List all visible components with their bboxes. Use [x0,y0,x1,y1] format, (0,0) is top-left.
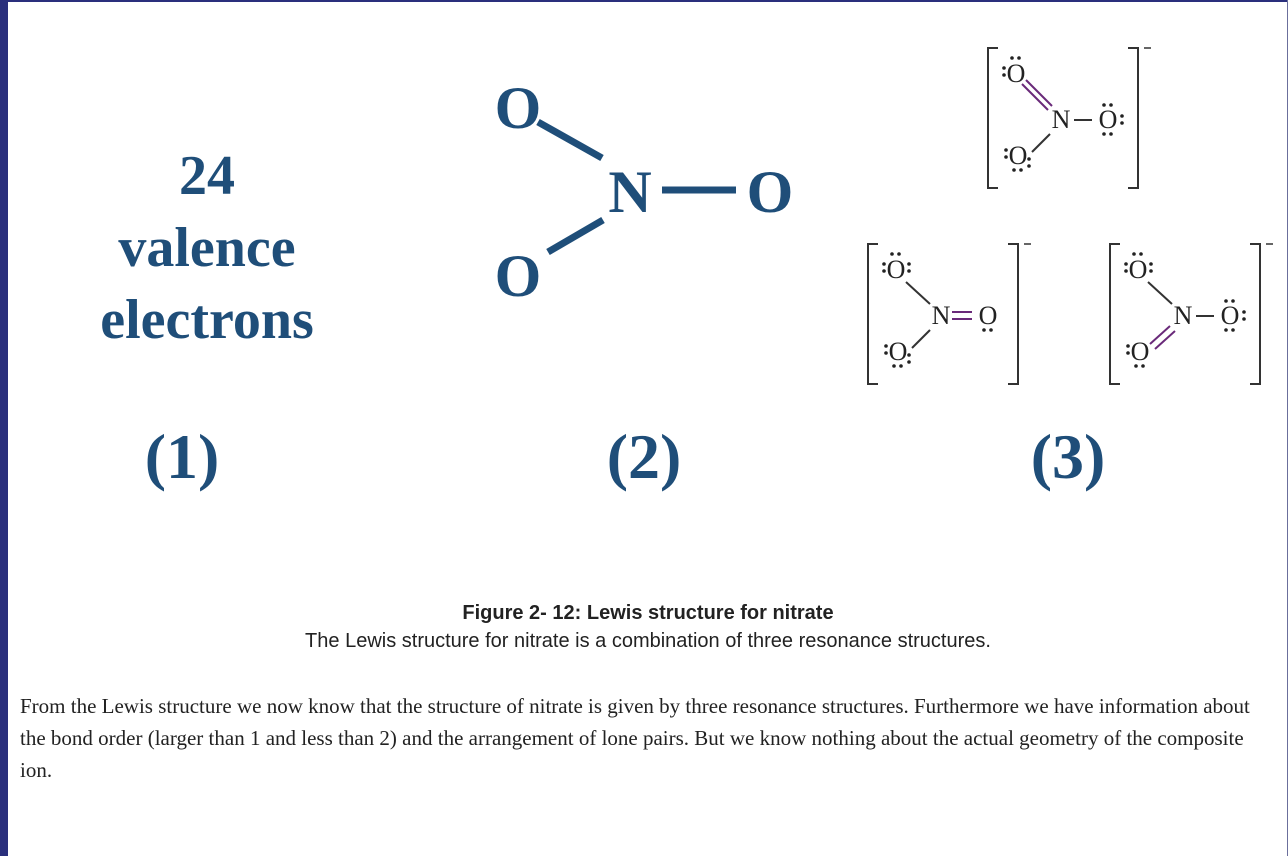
panel-label-3: (3) [1030,421,1106,492]
resonance-structure-c: O N O O [1109,243,1273,385]
skeleton-oxygen-bottom: O [495,243,542,309]
skeleton-structure: O N O O [495,75,794,309]
oxygen-atom: O [979,301,998,330]
single-bond-line [1031,133,1051,153]
double-bond-line [1149,325,1171,345]
resonance-structure-a: O N O O [987,47,1151,189]
panel-label-1: (1) [144,421,220,492]
bracket-left [1109,243,1120,385]
oxygen-atom: O [887,255,906,284]
frame-top-border [0,0,1288,2]
oxygen-atom: O [1007,59,1026,88]
oxygen-atom: O [889,337,908,366]
oxygen-atom: O [1009,141,1028,170]
bracket-left [987,47,998,189]
oxygen-atom: O [1129,255,1148,284]
electrons-word: electrons [100,289,314,351]
valence-electron-count: 24 valence electrons [42,140,372,356]
resonance-structure-b: O N O O [867,243,1031,385]
bracket-right [1008,243,1019,385]
bond-top [536,118,604,162]
double-bond-line [1021,83,1049,111]
oxygen-atom: O [1131,337,1150,366]
panel-label-2: (2) [606,421,682,492]
bracket-right [1250,243,1261,385]
bracket-right [1128,47,1139,189]
single-bond-line [1147,281,1173,305]
frame-left-border [0,0,8,856]
nitrogen-atom: N [932,301,951,330]
valence-word: valence [118,217,296,279]
oxygen-atom: O [1221,301,1240,330]
lone-pair-dots [1002,56,1124,172]
body-paragraph: From the Lewis structure we now know tha… [20,694,1250,782]
figure-title: Figure 2- 12: Lewis structure for nitrat… [462,602,834,624]
skeleton-oxygen-right: O [747,159,794,225]
single-bond-line [911,329,931,349]
figure-caption: The Lewis structure for nitrate is a com… [305,630,991,652]
nitrogen-atom: N [1174,301,1193,330]
nitrate-diagram: O N O O O N O O [495,47,1273,385]
single-bond-line [905,281,931,305]
valence-number: 24 [179,145,235,207]
lone-pair-dots [882,252,993,368]
bracket-left [867,243,878,385]
skeleton-oxygen-top: O [495,75,542,141]
nitrogen-atom: N [1052,105,1071,134]
double-bond-line [1154,330,1176,350]
double-bond-line [1025,79,1053,107]
lone-pair-dots [1124,252,1246,368]
skeleton-nitrogen: N [608,159,651,225]
bond-bottom [546,216,605,256]
oxygen-atom: O [1099,105,1118,134]
